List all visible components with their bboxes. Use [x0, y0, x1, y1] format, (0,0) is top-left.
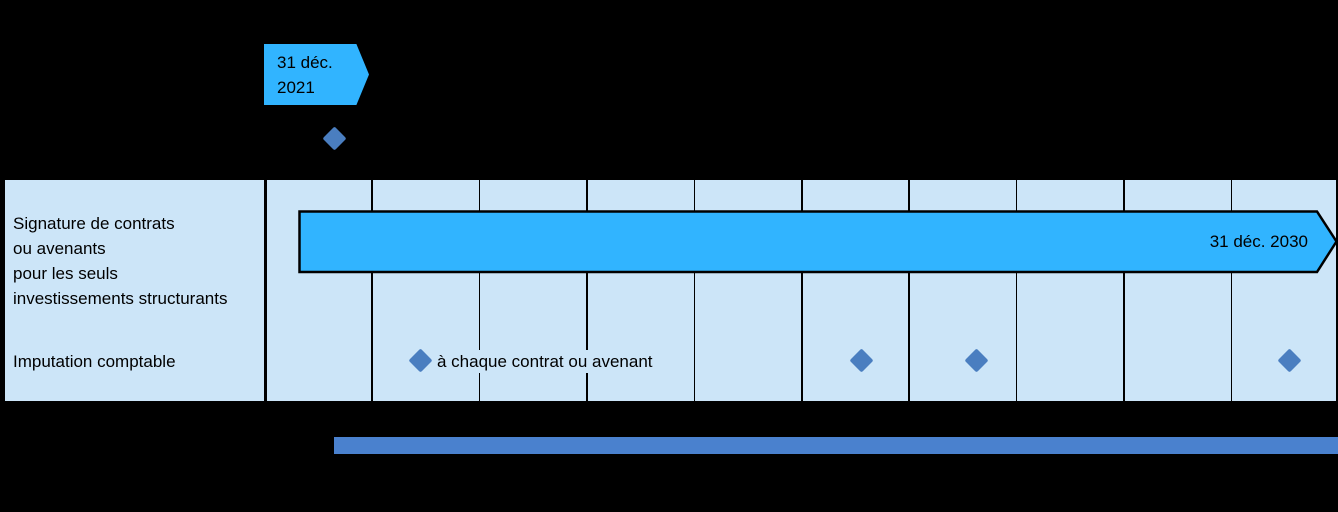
milestone-diamond-icon — [322, 126, 347, 151]
year-gridline — [371, 178, 373, 403]
duration-bar — [334, 437, 1338, 454]
signature-label-line4: investissements structurants — [13, 289, 228, 308]
callout-line1: 31 déc. — [277, 53, 333, 72]
year-gridline — [801, 178, 803, 403]
imputation-row-label: Imputation comptable — [13, 352, 176, 371]
year-gridline — [586, 178, 588, 403]
span-arrow-2030: 31 déc. 2030 — [298, 210, 1338, 274]
year-gridline — [1230, 178, 1233, 403]
year-gridline — [1015, 178, 1018, 403]
span-arrow-shape — [298, 210, 1338, 274]
year-gridline — [1123, 178, 1125, 403]
signature-label-line3: pour les seuls — [13, 264, 118, 283]
span-arrow-polygon — [298, 210, 1338, 274]
signature-label-line1: Signature de contrats — [13, 214, 175, 233]
year-gridline — [693, 178, 696, 403]
span-arrow-label: 31 déc. 2030 — [1209, 232, 1308, 251]
callout-line2: 2021 — [277, 78, 315, 97]
imputation-note: à chaque contrat ou avenant — [437, 350, 655, 373]
year-gridline — [478, 178, 481, 403]
signature-row-label: Signature de contrats ou avenants pour l… — [13, 211, 227, 311]
callout-31-dec-2021: 31 déc. 2021 — [264, 44, 369, 105]
signature-label-line2: ou avenants — [13, 239, 106, 258]
year-gridline — [908, 178, 910, 403]
label-column-divider — [264, 178, 267, 403]
